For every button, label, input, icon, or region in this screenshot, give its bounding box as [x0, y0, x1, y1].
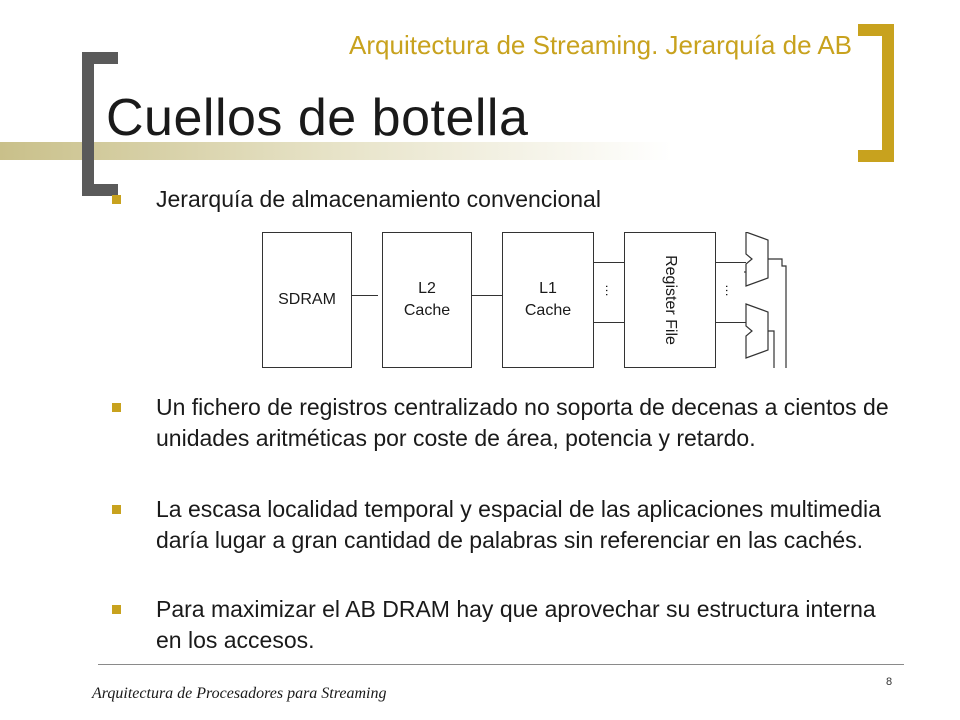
bullet-text-3: La escasa localidad temporal y espacial … [156, 496, 881, 553]
bullet-text-1: Jerarquía de almacenamiento convencional [156, 186, 601, 212]
bullet-text-2: Un fichero de registros centralizado no … [156, 394, 889, 451]
left-bracket-decoration [82, 52, 118, 196]
feedback-line [768, 330, 775, 368]
connector-line [470, 295, 502, 296]
connector-line [350, 295, 378, 296]
ellipsis-left: … [603, 284, 618, 295]
bullet-marker [112, 403, 121, 412]
header-gradient-bar [0, 142, 960, 160]
alu-shape [745, 232, 769, 287]
l2-cache-box: L2 Cache [382, 232, 472, 368]
bullet-text-4: Para maximizar el AB DRAM hay que aprove… [156, 596, 876, 653]
connector-line [594, 262, 624, 263]
bullet-marker [112, 605, 121, 614]
footer-text: Arquitectura de Procesadores para Stream… [92, 685, 387, 702]
l1-cache-box: L1 Cache [502, 232, 594, 368]
page-number: 8 [886, 676, 893, 688]
sdram-box: SDRAM [262, 232, 352, 368]
register-file-box: Register File [624, 232, 716, 368]
right-bracket-decoration [858, 24, 894, 162]
footer-divider [98, 664, 904, 665]
slide-subtitle: Arquitectura de Streaming. Jerarquía de … [349, 30, 852, 60]
alu-shape [745, 303, 769, 359]
bullet-marker [112, 505, 121, 514]
bullet-marker [112, 195, 121, 204]
feedback-line [768, 258, 787, 368]
connector-line [716, 262, 746, 263]
sdram-label: SDRAM [278, 291, 336, 308]
ellipsis-right: … [723, 284, 738, 295]
connector-line [716, 322, 746, 323]
alu-units-icon [744, 232, 787, 368]
register-file-label: Register File [662, 255, 679, 345]
slide-title: Cuellos de botella [106, 89, 529, 147]
l2-cache-label: L2 Cache [403, 280, 451, 319]
memory-hierarchy-diagram: SDRAM L2 Cache L1 Cache … Register File … [258, 228, 798, 368]
connector-line [594, 322, 624, 323]
l1-cache-label: L1 Cache [524, 280, 572, 319]
